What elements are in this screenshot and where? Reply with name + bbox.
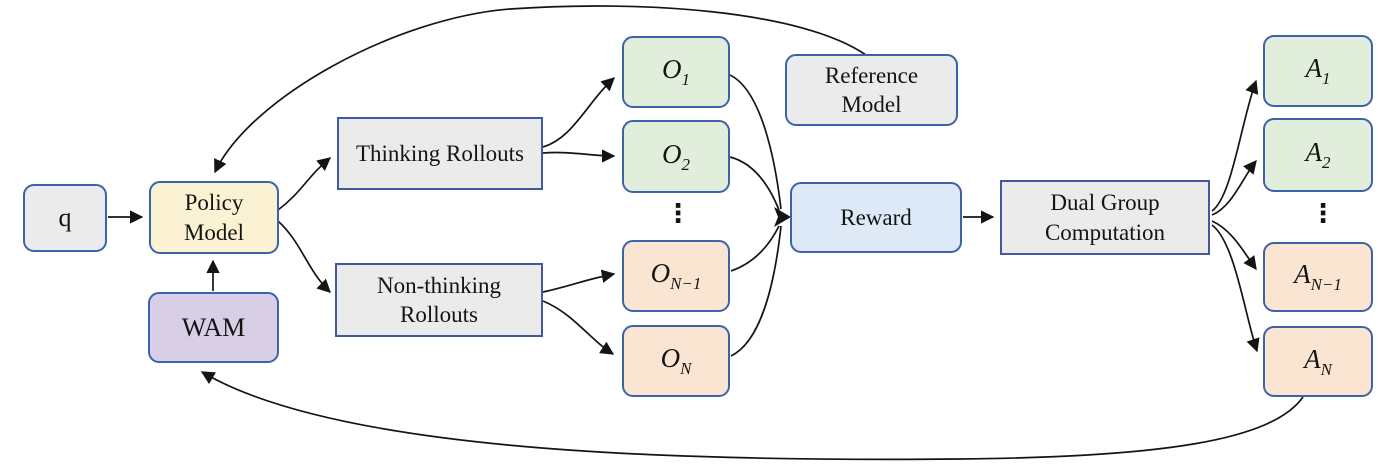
node-reward: Reward [790, 182, 962, 253]
node-reference-model: Reference Model [785, 54, 958, 126]
node-a-n-minus-1: AN−1 [1263, 242, 1373, 312]
edge-dualgroup-to-a2 [1211, 159, 1257, 216]
node-wam-label: WAM [181, 312, 246, 342]
node-policy-model: Policy Model [149, 181, 279, 254]
advantages-vertical-ellipsis: ⋮ [1310, 199, 1336, 229]
node-non-thinking-rollouts: Non-thinking Rollouts [335, 263, 543, 337]
node-o-n: ON [622, 325, 730, 397]
node-o1: O1 [622, 36, 730, 108]
node-o-n-label: ON [660, 343, 692, 378]
node-o-n-minus-1-label: ON−1 [650, 258, 702, 293]
edge-dualgroup-to-an [1211, 224, 1260, 353]
node-thinking-rollouts: Thinking Rollouts [337, 117, 543, 190]
edge-o1-to-reward [729, 74, 782, 210]
node-policy-model-label: Policy Model [183, 190, 245, 245]
edge-dualgroup-to-a1 [1211, 79, 1259, 212]
node-thinking-rollouts-label: Thinking Rollouts [355, 140, 525, 166]
edge-thinking-to-o1 [542, 77, 615, 148]
edge-thinking-to-o2 [542, 149, 616, 163]
outputs-vertical-ellipsis: ⋮ [665, 199, 691, 229]
node-non-thinking-rollouts-label: Non-thinking Rollouts [377, 272, 501, 327]
reward-converge-arrowhead [774, 207, 791, 227]
node-q-label: q [58, 203, 72, 233]
node-dual-group-computation-label: Dual Group Computation [1044, 190, 1166, 245]
node-a-n: AN [1263, 326, 1373, 397]
node-o2-label: O2 [662, 138, 690, 174]
edge-dualgroup-to-an1 [1211, 220, 1257, 271]
node-a1-label: A1 [1305, 53, 1331, 88]
node-o-n-minus-1: ON−1 [622, 240, 730, 312]
node-dual-group-computation: Dual Group Computation [1000, 180, 1210, 255]
node-o2: O2 [622, 120, 730, 193]
node-a1: A1 [1263, 35, 1373, 107]
node-a-n-minus-1-label: AN−1 [1294, 259, 1342, 294]
edge-nonthinking-to-on [542, 300, 615, 355]
node-a2: A2 [1263, 118, 1373, 192]
edge-on-to-reward [730, 225, 782, 357]
edge-nonthinking-to-on1 [542, 269, 616, 293]
edge-an-to-wam [200, 371, 1304, 461]
node-a2-label: A2 [1305, 137, 1331, 172]
node-reward-label: Reward [840, 204, 912, 230]
node-a-n-label: AN [1304, 343, 1332, 379]
node-o1-label: O1 [662, 54, 690, 89]
edge-o2-to-reward [729, 156, 780, 211]
edge-reference-to-policy [214, 5, 867, 174]
edge-policy-to-thinking [277, 157, 332, 211]
node-wam: WAM [148, 292, 279, 363]
node-reference-model-label: Reference Model [824, 62, 919, 117]
node-q: q [23, 184, 107, 252]
edge-on1-to-reward [730, 225, 780, 272]
edge-policy-to-nonthinking [277, 220, 331, 293]
